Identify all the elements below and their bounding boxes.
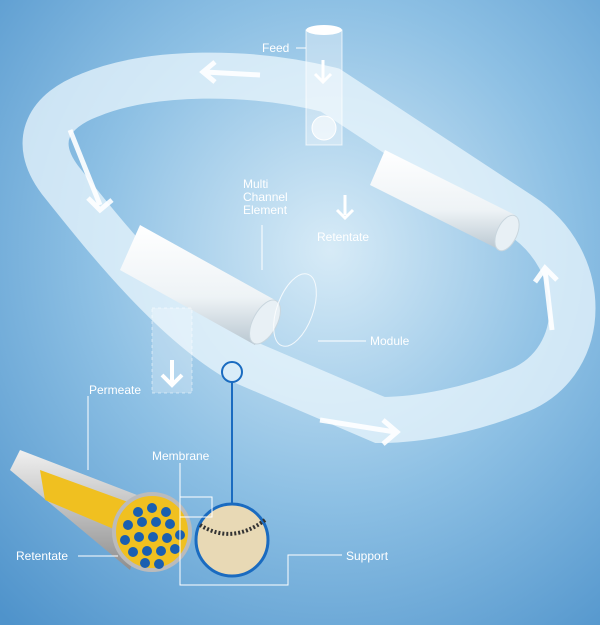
permeate-arrow-icon xyxy=(160,360,184,388)
label-membrane: Membrane xyxy=(152,449,210,463)
retentate-arrow-icon xyxy=(335,195,355,221)
label-multi-channel-element: Multi Channel Element xyxy=(243,178,288,217)
module-tube-lower xyxy=(120,225,317,347)
label-line: Channel xyxy=(243,190,288,204)
valve xyxy=(311,115,337,141)
label-retentate-top: Retentate xyxy=(317,230,370,244)
flow-arrows xyxy=(67,60,559,446)
label-support: Support xyxy=(346,549,389,563)
leader-lines xyxy=(78,47,366,586)
module-tube-upper xyxy=(370,150,520,252)
label-permeate: Permeate xyxy=(89,383,142,397)
circulation-loop xyxy=(22,52,596,444)
label-feed: Feed xyxy=(262,41,290,55)
label-retentate-bottom: Retentate xyxy=(16,549,69,563)
label-line: Element xyxy=(243,203,288,217)
label-module: Module xyxy=(370,334,410,348)
membrane-detail-lens xyxy=(194,502,270,578)
feed-arrow-icon xyxy=(313,60,333,85)
label-line: Multi xyxy=(243,177,269,191)
channel-cross-section xyxy=(10,450,192,572)
